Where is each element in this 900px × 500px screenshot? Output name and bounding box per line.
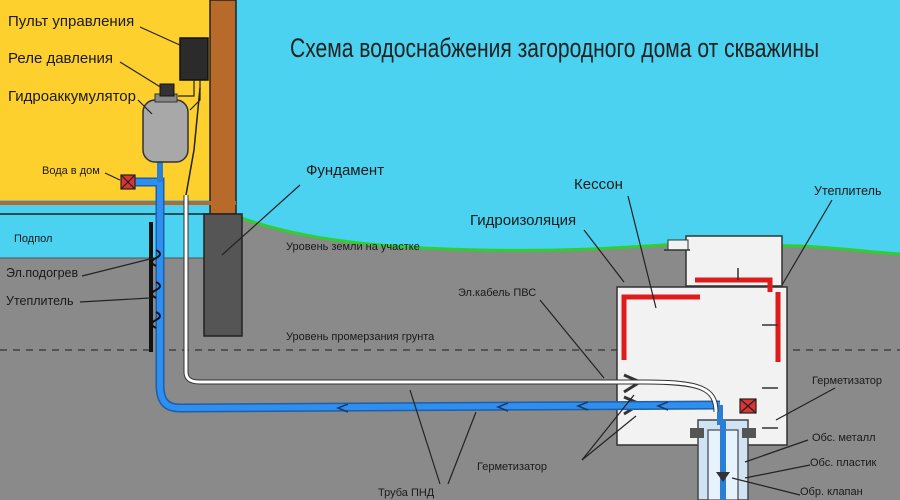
basement — [0, 216, 210, 258]
diagram-title: Схема водоснабжения загородного дома от … — [290, 33, 820, 63]
accumulator-tank — [142, 99, 189, 163]
label-insulation-left: Утеплитель — [6, 294, 74, 308]
label-insulation-right: Утеплитель — [814, 184, 882, 198]
label-pressure-relay: Реле давления — [8, 50, 114, 67]
label-waterproofing: Гидроизоляция — [470, 212, 577, 229]
waterproofing-top — [695, 277, 773, 292]
heating-coil — [151, 249, 161, 329]
label-check-valve: Обр. клапан — [800, 486, 863, 498]
label-sealant-bottom: Герметизатор — [477, 461, 548, 473]
pressure-relay — [159, 83, 175, 97]
label-cable: Эл.кабель ПВС — [458, 287, 537, 299]
label-freezing-level: Уровень промерзания грунта — [286, 331, 435, 343]
label-accumulator: Гидроаккумулятор — [8, 88, 136, 105]
label-casing-plastic: Обс. пластик — [810, 457, 877, 469]
waterproofing-left — [621, 294, 700, 360]
label-ground-level: Уровень земли на участке — [286, 241, 420, 253]
label-casing-metal: Обс. металл — [812, 432, 876, 444]
label-foundation: Фундамент — [306, 162, 385, 179]
label-basement: Подпол — [14, 233, 53, 245]
caisson-body — [616, 286, 788, 446]
label-caisson: Кессон — [574, 176, 623, 193]
label-el-heating: Эл.подогрев — [6, 266, 79, 280]
label-pipe-hdpe: Труба ПНД — [378, 487, 435, 499]
house-wall — [209, 0, 237, 216]
label-sealant-right: Герметизатор — [812, 375, 883, 387]
label-water-to-house: Вода в дом — [42, 165, 100, 177]
label-control-panel: Пульт управления — [8, 13, 135, 30]
grass-line — [235, 214, 900, 256]
control-panel — [179, 37, 209, 81]
foundation-block — [203, 213, 243, 337]
